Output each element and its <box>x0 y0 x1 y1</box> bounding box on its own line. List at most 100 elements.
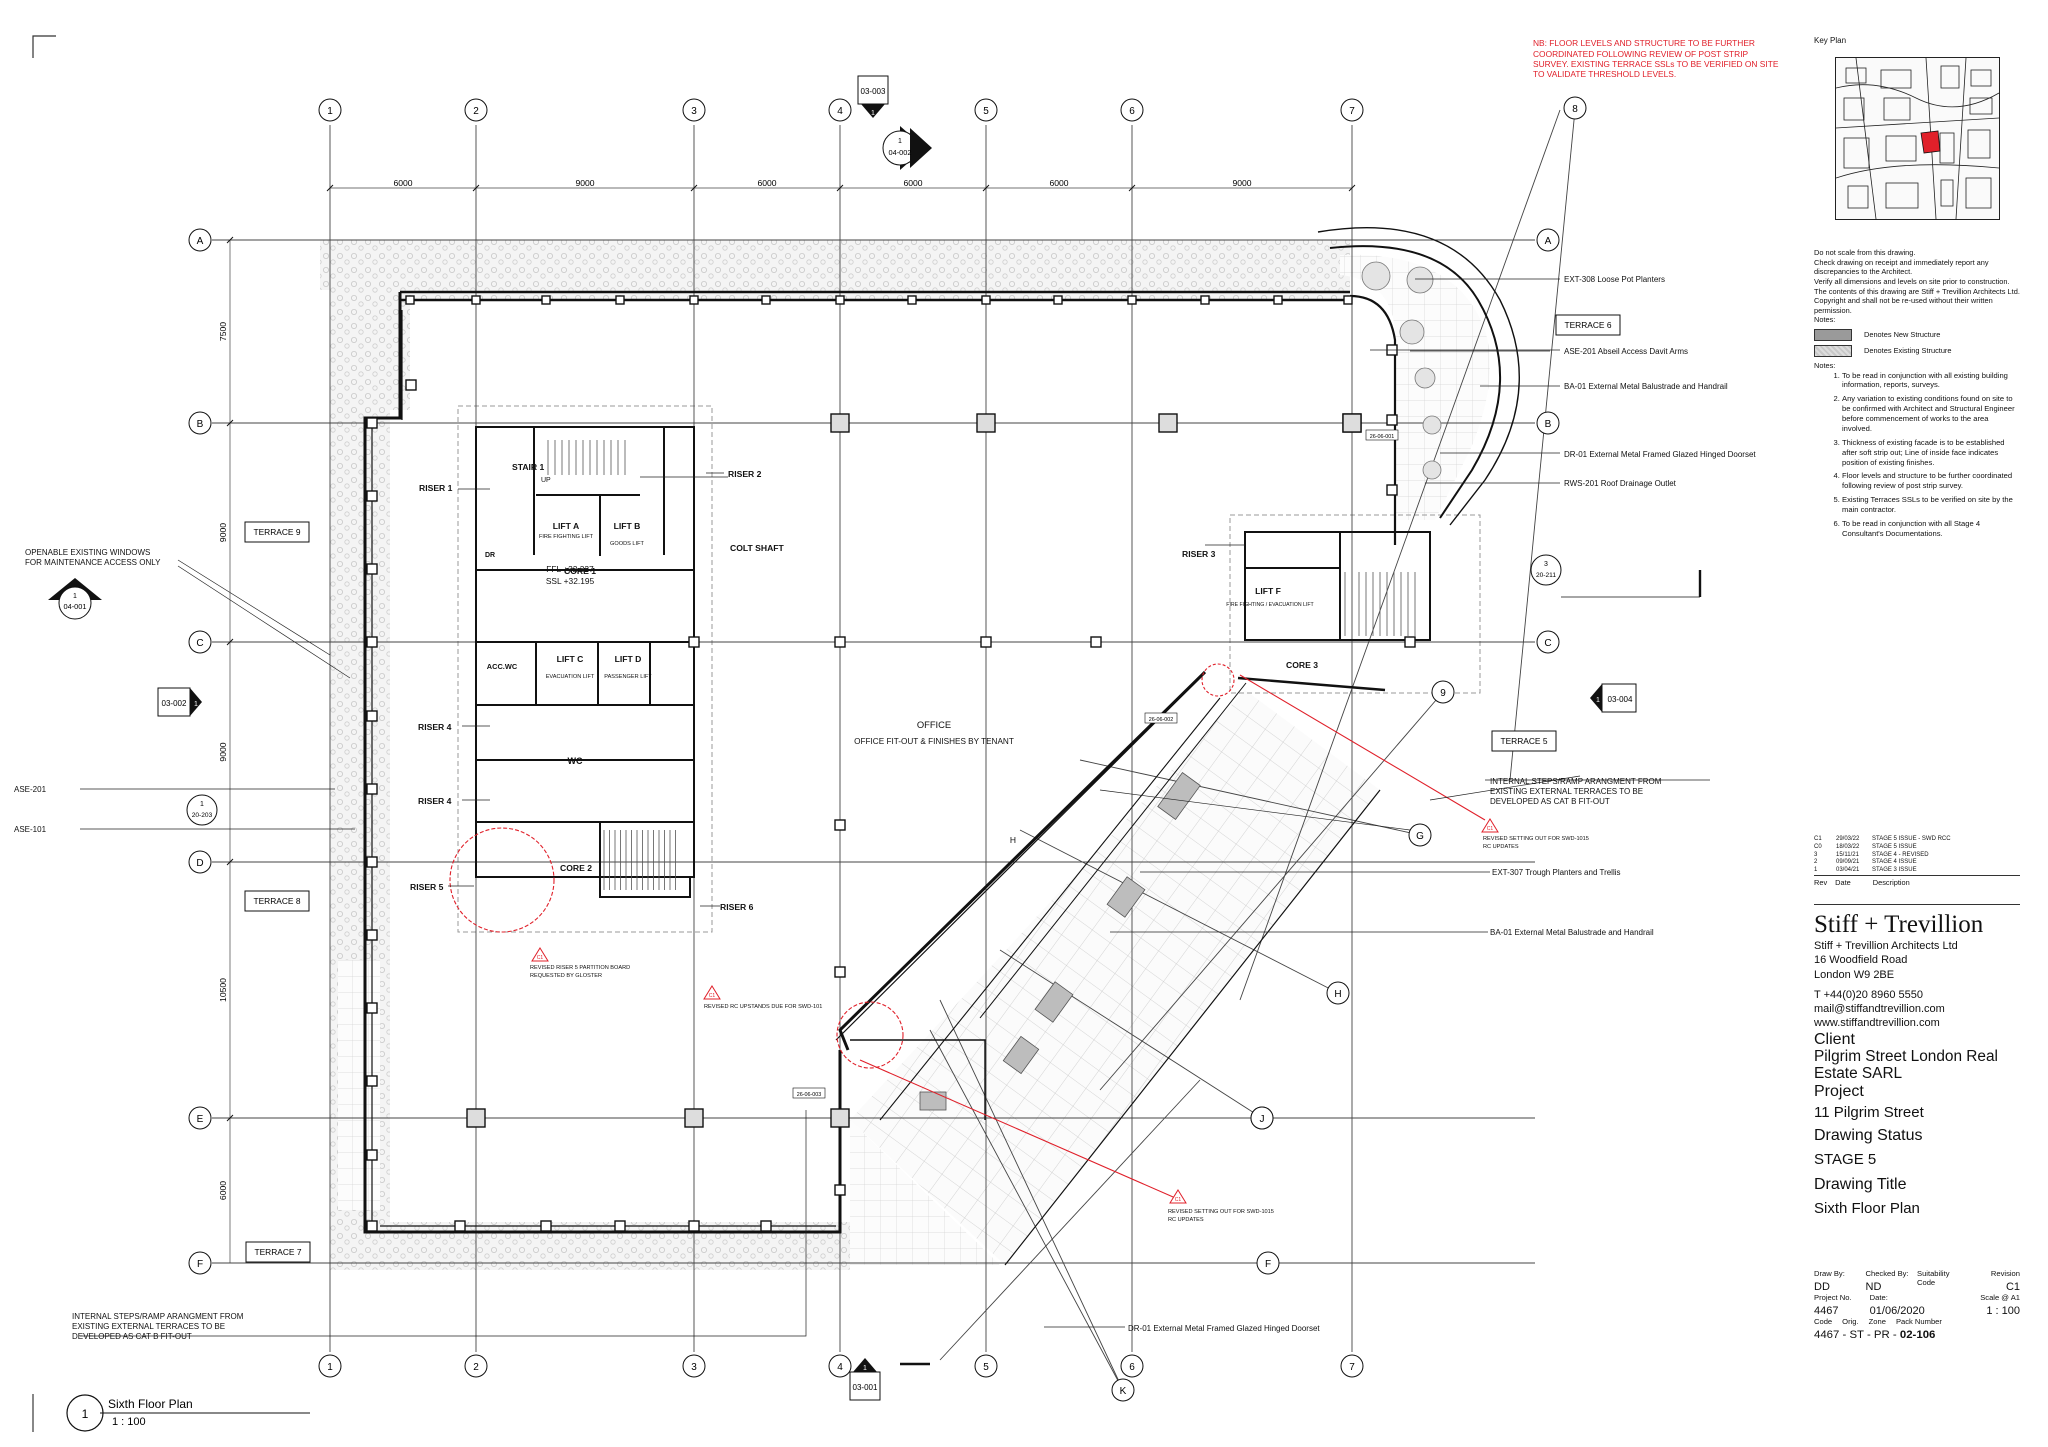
dim-tick-v-2 <box>226 638 234 646</box>
section-03-001: 1 03-001 <box>849 1358 930 1401</box>
column-small-8 <box>366 1002 378 1014</box>
dim-h-2: 6000 <box>757 178 776 188</box>
grid-bubble-J: J <box>1250 1106 1274 1130</box>
grid-bubble-8: 8 <box>1563 96 1587 120</box>
diagonal-line-k <box>929 1029 1124 1391</box>
stair-up-label: UP <box>541 477 551 484</box>
ase201-arms-callout: ASE-201 Abseil Access Davit Arms <box>1564 347 1688 356</box>
revision-desc: STAGE 4 ISSUE <box>1872 859 1917 866</box>
section-20-203: 1 20-203 <box>186 794 218 826</box>
svg-text:1: 1 <box>200 801 204 808</box>
ext307-callout: EXT-307 Trough Planters and Trellis <box>1492 868 1621 877</box>
firm-address: Stiff + Trevillion Architects Ltd 16 Woo… <box>1814 939 2020 1031</box>
column-small-26 <box>614 1220 626 1232</box>
terrace-5-tag: TERRACE 5 <box>1500 736 1547 746</box>
disclaimer-block: Do not scale from this drawing. Check dr… <box>1814 248 2020 543</box>
revision-value: C1 <box>2005 1280 2020 1293</box>
svg-text:8: 8 <box>1572 104 1578 115</box>
svg-text:3: 3 <box>1544 561 1548 568</box>
svg-text:1: 1 <box>194 701 198 708</box>
svg-text:C1: C1 <box>1175 1197 1182 1203</box>
ase201-callout: ASE-201 <box>14 785 47 794</box>
status-label: Drawing Status <box>1814 1126 1923 1144</box>
svg-text:9: 9 <box>1440 688 1446 699</box>
ba01-bottom-callout: BA-01 External Metal Balustrade and Hand… <box>1490 928 1654 937</box>
legend-new-structure: Denotes New Structure <box>1814 329 2020 341</box>
disclaimer-1: Do not scale from this drawing. <box>1814 248 1916 257</box>
column-small-5 <box>366 783 378 795</box>
dim-tick-h-0 <box>326 184 334 192</box>
svg-text:5: 5 <box>983 106 989 117</box>
svg-text:RC UPDATES: RC UPDATES <box>1483 844 1519 850</box>
project-name: 11 Pilgrim Street <box>1814 1103 1924 1121</box>
email-link[interactable]: mail@stiffandtrevillion.com <box>1814 1003 1945 1016</box>
drawing-title: Sixth Floor Plan <box>1814 1199 1920 1217</box>
columns <box>366 295 1416 1232</box>
column-small-19 <box>688 636 700 648</box>
terrace-7-tag: TERRACE 7 <box>254 1247 301 1257</box>
ffl-label: FFL +32.327 <box>546 564 594 574</box>
ba01-top-callout: BA-01 External Metal Balustrade and Hand… <box>1564 382 1728 391</box>
checked-by-label: Checked By: <box>1865 1268 1909 1278</box>
svg-text:03-002: 03-002 <box>162 699 187 708</box>
column-small-9 <box>366 1075 378 1087</box>
revision-rev: 1 <box>1814 867 1818 874</box>
svg-text:03-001: 03-001 <box>853 1383 878 1392</box>
svg-text:2: 2 <box>473 106 479 117</box>
date-value: 01/06/2020 <box>1869 1304 1925 1317</box>
lift-f-label: LIFT F <box>1255 586 1281 596</box>
lift-c-sub: EVACUATION LIFT <box>546 674 595 680</box>
grid-bubble-F-left: F <box>188 1251 212 1275</box>
svg-text:7: 7 <box>1349 1362 1355 1373</box>
address-line-3: London W9 2BE <box>1814 968 1895 981</box>
phone: T +44(0)20 8960 5550 <box>1814 988 1923 1001</box>
drawn-by-label: Draw By: <box>1814 1268 1845 1278</box>
svg-text:REVISED SETTING OUT FOR SWD-10: REVISED SETTING OUT FOR SWD-1015 <box>1168 1209 1274 1215</box>
column-small-24 <box>454 1220 466 1232</box>
column-small-0 <box>366 417 378 429</box>
column-small-22 <box>1386 414 1398 426</box>
existing-outline <box>457 405 1481 933</box>
dim-h-5: 9000 <box>1232 178 1251 188</box>
pack-label: Pack Number <box>1895 1316 1942 1326</box>
grid-bubble-6-top: 6 <box>1120 98 1144 122</box>
terrace-9-tag: TERRACE 9 <box>253 527 300 537</box>
revision-rev: 2 <box>1814 859 1818 866</box>
dim-tick-h-1 <box>472 184 480 192</box>
gridline-G <box>1079 759 1421 836</box>
note-5: Existing Terraces SSLs to be verified on… <box>1842 495 2020 515</box>
section-03-002: 03-002 1 <box>157 687 202 717</box>
column-top-1 <box>471 295 481 305</box>
grid-bubble-A-right: A <box>1536 228 1560 252</box>
svg-text:J: J <box>1260 1114 1265 1125</box>
website-link[interactable]: www.stiffandtrevillion.com <box>1814 1017 1940 1030</box>
svg-text:C1: C1 <box>1487 826 1494 832</box>
annotation-labels: NB: FLOOR LEVELS AND STRUCTURE TO BE FUR… <box>14 38 1779 1341</box>
new-structure-swatch <box>1814 329 1852 341</box>
column-small-25 <box>540 1220 552 1232</box>
stair-treads <box>547 440 1416 890</box>
column-small-13 <box>834 819 846 831</box>
site-location-marker <box>1920 130 1941 154</box>
red-note-line-2: COORDINATED FOLLOWING REVIEW OF POST STR… <box>1533 49 1749 59</box>
stair-1-label: STAIR 1 <box>512 462 545 472</box>
gridline-J <box>999 949 1263 1119</box>
suitability-label: Suitability Code <box>1917 1268 1950 1287</box>
office-label: OFFICE <box>917 719 951 730</box>
plan-title-marker: 1 Sixth Floor Plan 1 : 100 <box>32 1394 310 1432</box>
svg-text:D: D <box>196 858 203 869</box>
section-04-002: 1 04-002 <box>880 100 932 170</box>
gridline-8 <box>1509 109 1576 781</box>
openable-2: FOR MAINTENANCE ACCESS ONLY <box>25 558 161 567</box>
terrace-tags: TERRACE 6 TERRACE 5 TERRACE 9 TERRACE 8 … <box>244 314 1621 1263</box>
grid-bubble-6-bottom: 6 <box>1120 1354 1144 1378</box>
svg-text:F: F <box>197 1259 203 1270</box>
terrace-8-tag: TERRACE 8 <box>253 896 300 906</box>
note-3: Thickness of existing facade is to be es… <box>1842 438 2020 468</box>
